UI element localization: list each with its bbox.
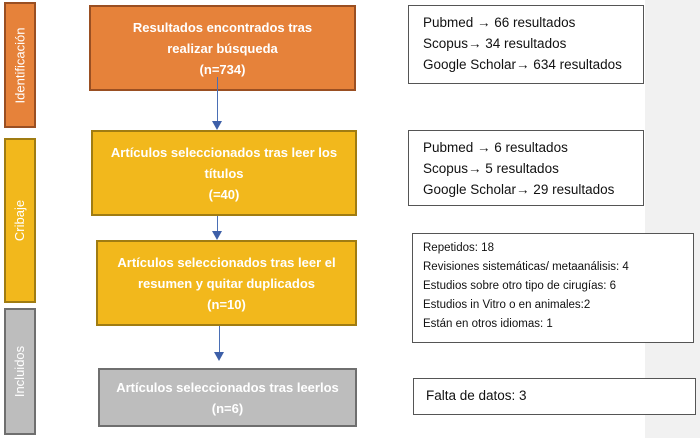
phase-included: Incluidos <box>4 308 36 435</box>
flow-count: (n=734) <box>199 61 246 77</box>
note-line: Google Scholar→ 29 resultados <box>423 182 615 197</box>
flow-count: (=40) <box>208 186 240 202</box>
note-missing-data: Falta de datos: 3 <box>413 378 696 415</box>
phase-label: Incluidos <box>12 345 28 398</box>
note-line: Scopus→ 34 resultados <box>423 36 567 51</box>
arrow-down <box>214 326 224 361</box>
arrow-down <box>212 216 222 240</box>
phase-label: Cribaje <box>12 199 28 242</box>
flow-box-abstract-screening: Artículos seleccionados tras leer el res… <box>96 240 357 326</box>
note-line: Estudios sobre otro tipo de cirugías: 6 <box>423 280 617 292</box>
note-search-sources: Pubmed → 66 resultados Scopus→ 34 result… <box>408 5 644 84</box>
phase-identification: Identificación <box>4 2 36 128</box>
flow-box-title-screening: Artículos seleccionados tras leer los tí… <box>91 130 357 216</box>
background-stripe <box>645 0 700 438</box>
flow-line: Resultados encontrados tras <box>132 19 313 35</box>
note-line: Revisiones sistemáticas/ metaanálisis: 4 <box>423 261 629 273</box>
arrow-down <box>212 77 222 130</box>
note-line: Google Scholar→ 634 resultados <box>423 57 622 72</box>
note-exclusion-reasons: Repetidos: 18 Revisiones sistemáticas/ m… <box>412 233 694 343</box>
note-title-sources: Pubmed → 6 resultados Scopus→ 5 resultad… <box>408 130 644 206</box>
note-line: Están en otros idiomas: 1 <box>423 318 553 330</box>
flow-line: realizar búsqueda <box>167 40 278 56</box>
flow-line: Artículos seleccionados tras leerlos <box>116 379 339 395</box>
flow-line: Artículos seleccionados tras leer el <box>117 254 336 270</box>
flow-box-search-results: Resultados encontrados tras realizar bús… <box>89 5 356 91</box>
phase-label: Identificación <box>12 27 28 103</box>
note-line: Scopus→ 5 resultados <box>423 161 559 176</box>
flow-line: Artículos seleccionados tras leer los <box>110 144 338 160</box>
flow-count: (n=6) <box>211 400 244 416</box>
flow-count: (n=10) <box>207 296 246 312</box>
flow-box-included: Artículos seleccionados tras leerlos (n=… <box>98 368 357 427</box>
phase-screening: Cribaje <box>4 138 36 303</box>
note-line: Repetidos: 18 <box>423 242 494 254</box>
note-line: Pubmed → 6 resultados <box>423 140 568 155</box>
note-line: Estudios in Vitro o en animales:2 <box>423 299 591 311</box>
note-line: Falta de datos: 3 <box>426 388 527 403</box>
note-line: Pubmed → 66 resultados <box>423 15 576 30</box>
flow-line: títulos <box>204 165 244 181</box>
flow-line: resumen y quitar duplicados <box>138 275 315 291</box>
